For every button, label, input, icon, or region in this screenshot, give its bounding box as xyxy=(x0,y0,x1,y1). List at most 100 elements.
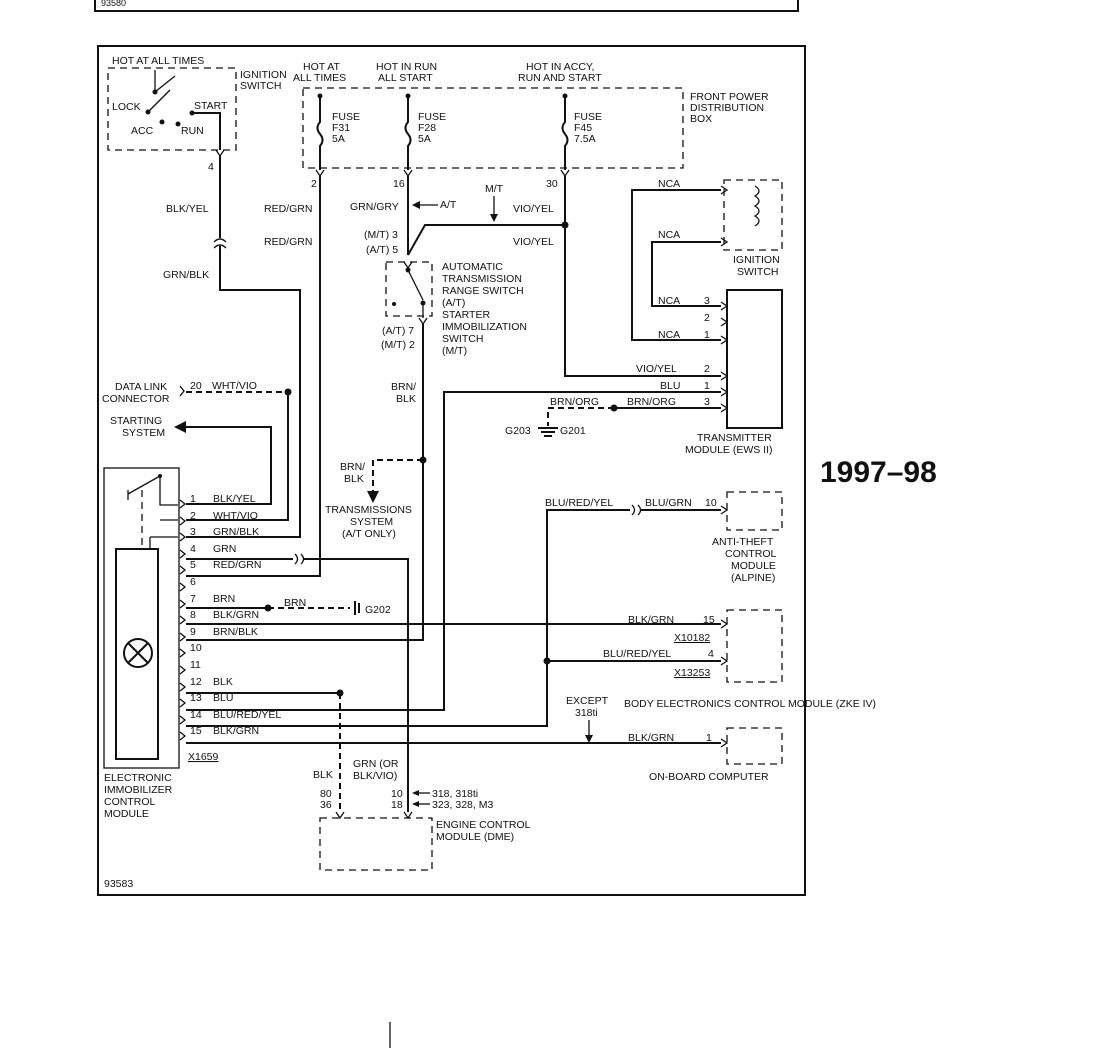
svg-text:RANGE SWITCH: RANGE SWITCH xyxy=(442,285,524,297)
svg-text:(A/T): (A/T) xyxy=(442,297,465,309)
transmitter-module: NCA 3 2 NCA 1 VIO/YEL 2 BLU 1 BRN/ORG 3 … xyxy=(186,289,783,711)
wire-f28-to-range-switch: GRN/GRY A/T M/T xyxy=(350,176,569,256)
svg-text:15: 15 xyxy=(703,614,715,626)
svg-text:18: 18 xyxy=(391,799,403,811)
svg-text:1: 1 xyxy=(706,732,712,744)
ecm-pin-wire-label: BLU/RED/YEL xyxy=(213,709,281,721)
svg-text:TRANSMISSION: TRANSMISSION xyxy=(442,273,522,285)
ecm-pin-connector xyxy=(179,632,187,642)
svg-text:318, 318ti: 318, 318ti xyxy=(432,788,478,800)
svg-text:BRN: BRN xyxy=(284,597,306,609)
svg-text:(M/T) 3: (M/T) 3 xyxy=(364,229,398,241)
ignition-switch-right: NCA NCA IGNITION SWITCH xyxy=(631,178,783,341)
svg-text:NCA: NCA xyxy=(658,178,680,190)
svg-text:HOT IN RUN: HOT IN RUN xyxy=(376,61,437,73)
svg-text:ON-BOARD COMPUTER: ON-BOARD COMPUTER xyxy=(649,771,769,783)
diagram-frame xyxy=(97,45,806,896)
svg-text:X13253: X13253 xyxy=(674,667,710,679)
svg-text:10: 10 xyxy=(705,497,717,509)
fuse-f28: FUSE F28 5A 16 xyxy=(393,93,446,190)
wire-range-switch-to-ecm: BRN/ BLK BRN/ BLK TRANSMISSIONS SYSTEM (… xyxy=(186,324,427,641)
anti-theft-module: BLU/RED/YEL BLU/GRN 10 ANTI-THEFT CONTRO… xyxy=(545,491,783,584)
svg-text:BODY ELECTRONICS CONTROL MODUL: BODY ELECTRONICS CONTROL MODULE (ZKE IV) xyxy=(624,698,876,710)
svg-text:MODULE (DME): MODULE (DME) xyxy=(436,831,514,843)
svg-text:A/T: A/T xyxy=(440,199,457,211)
wire-ignition-to-ecm: BLK/YEL GRN/BLK xyxy=(163,156,301,538)
svg-text:STARTER: STARTER xyxy=(442,309,490,321)
svg-text:20: 20 xyxy=(190,380,202,392)
svg-text:DATA LINK: DATA LINK xyxy=(115,381,167,393)
svg-text:BLK: BLK xyxy=(396,393,416,405)
ecm-pin-connector xyxy=(179,698,187,708)
svg-text:SWITCH: SWITCH xyxy=(240,80,281,92)
svg-text:323, 328, M3: 323, 328, M3 xyxy=(432,799,493,811)
ecm-pin-connector xyxy=(179,565,187,575)
ecm-pin-number: 10 xyxy=(190,642,202,654)
svg-text:GRN/BLK: GRN/BLK xyxy=(163,269,209,281)
svg-text:ALL START: ALL START xyxy=(378,72,433,84)
svg-text:F45: F45 xyxy=(574,122,592,134)
svg-text:M/T: M/T xyxy=(485,183,504,195)
svg-text:5A: 5A xyxy=(418,133,431,145)
ecm-pin-connector xyxy=(179,599,187,609)
svg-text:WHT/VIO: WHT/VIO xyxy=(212,380,257,392)
ecm-pin-number: 14 xyxy=(190,709,202,721)
on-board-computer: EXCEPT 318ti BLK/GRN 1 ON-BOARD COMPUTER xyxy=(566,695,783,783)
svg-text:TRANSMITTER: TRANSMITTER xyxy=(697,432,772,444)
svg-text:1: 1 xyxy=(704,329,710,341)
svg-text:HOT IN ACCY,: HOT IN ACCY, xyxy=(526,61,594,73)
svg-text:START: START xyxy=(194,100,228,112)
ecm-pin-wire-label: GRN/BLK xyxy=(213,526,259,538)
svg-text:MODULE: MODULE xyxy=(731,560,776,572)
svg-text:HOT AT: HOT AT xyxy=(303,61,341,73)
svg-text:CONTROL: CONTROL xyxy=(725,548,776,560)
svg-text:IGNITION: IGNITION xyxy=(733,254,780,266)
svg-text:SYSTEM: SYSTEM xyxy=(122,427,165,439)
svg-text:NCA: NCA xyxy=(658,229,680,241)
svg-text:BLK/GRN: BLK/GRN xyxy=(628,614,674,626)
svg-text:BRN/ORG: BRN/ORG xyxy=(550,396,599,408)
previous-figure-fragment: 93580 xyxy=(94,0,799,12)
ecm-pin-wire-label: BLU xyxy=(213,692,233,704)
svg-text:BOX: BOX xyxy=(690,113,712,125)
ecm-pin-connector xyxy=(179,665,187,675)
svg-text:(A/T) 5: (A/T) 5 xyxy=(366,244,398,256)
ecm-pin-number: 7 xyxy=(190,593,196,605)
svg-text:SWITCH: SWITCH xyxy=(737,266,778,278)
data-link-connector: DATA LINK CONNECTOR 20 WHT/VIO xyxy=(102,380,292,521)
fuse-f45: FUSE F45 7.5A 30 xyxy=(546,93,602,190)
ecm-pin-number: 8 xyxy=(190,609,196,621)
svg-text:BRN/: BRN/ xyxy=(340,461,365,473)
ecm-pin-number: 11 xyxy=(190,659,201,671)
electronic-immobilizer-module: X1659 ELECTRONIC IMMOBILIZER CONTROL MOD… xyxy=(103,467,219,820)
svg-text:10: 10 xyxy=(391,788,403,800)
svg-text:RED/GRN: RED/GRN xyxy=(264,236,312,248)
svg-text:BLU/GRN: BLU/GRN xyxy=(645,497,692,509)
svg-text:ALL TIMES: ALL TIMES xyxy=(293,72,346,84)
svg-text:RUN: RUN xyxy=(181,125,204,137)
svg-text:IMMOBILIZER: IMMOBILIZER xyxy=(104,784,173,796)
svg-text:BLK/VIO): BLK/VIO) xyxy=(353,770,397,782)
svg-text:30: 30 xyxy=(546,178,558,190)
svg-text:FUSE: FUSE xyxy=(574,111,602,123)
previous-figure-number: 93580 xyxy=(101,0,126,8)
svg-text:F28: F28 xyxy=(418,122,436,134)
wire-ecm-blu-red-yel xyxy=(186,504,721,727)
svg-text:5A: 5A xyxy=(332,133,345,145)
svg-text:BLK: BLK xyxy=(344,473,364,485)
svg-text:BLU/RED/YEL: BLU/RED/YEL xyxy=(545,497,613,509)
year-label: 1997–98 xyxy=(820,456,937,489)
svg-text:36: 36 xyxy=(320,799,332,811)
svg-text:NCA: NCA xyxy=(658,295,680,307)
svg-text:(M/T) 2: (M/T) 2 xyxy=(381,339,415,351)
ecm-pin-number: 2 xyxy=(190,510,196,522)
svg-text:STARTING: STARTING xyxy=(110,415,162,427)
svg-text:CONNECTOR: CONNECTOR xyxy=(102,393,170,405)
svg-text:X10182: X10182 xyxy=(674,632,710,644)
